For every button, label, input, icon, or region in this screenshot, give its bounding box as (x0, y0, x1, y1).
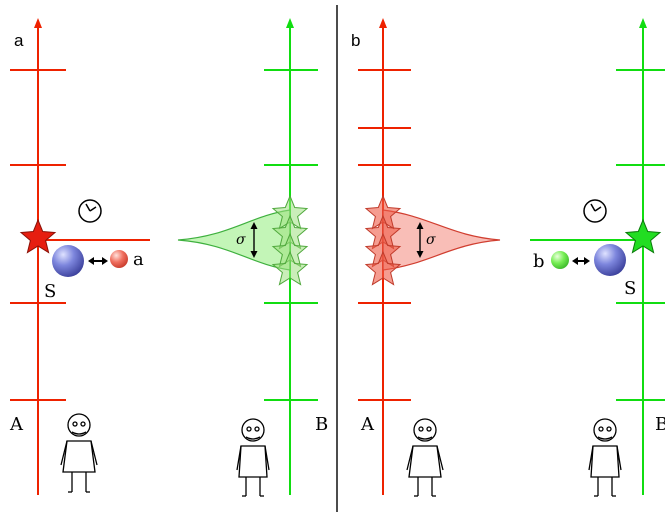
stick-figure-icon (406, 418, 444, 497)
clock-icon (78, 199, 102, 223)
sender-label: S (44, 281, 56, 302)
sphere-icon (52, 245, 84, 277)
panel-label: b (351, 31, 360, 50)
stick-figure-icon (60, 413, 98, 493)
arrival-stars (364, 194, 402, 286)
sender-label: S (624, 278, 636, 299)
sphere-icon (594, 244, 626, 276)
clock-icon (583, 199, 607, 223)
star-icon (624, 218, 662, 254)
worldline-b (530, 18, 665, 495)
particle-label: b (533, 251, 545, 272)
star-icon (271, 250, 309, 286)
panel-label: a (14, 31, 24, 50)
stick-figure-icon (236, 418, 270, 497)
observer-b-label: B (655, 414, 665, 435)
sigma-label: σ (426, 232, 436, 248)
arrival-distribution (382, 209, 501, 271)
observer-a-label: A (360, 414, 375, 435)
particle-sphere (551, 251, 569, 269)
arrival-distribution (177, 209, 291, 271)
panel-b: b σ (351, 18, 665, 497)
arrival-stars (271, 194, 309, 286)
particle-label: a (133, 249, 144, 270)
worldline-a (10, 18, 150, 495)
sigma-marker (250, 222, 258, 258)
double-arrow-icon (88, 257, 108, 265)
stick-figure-icon (588, 418, 622, 497)
observer-b-label: B (315, 414, 328, 435)
star-icon (19, 218, 57, 254)
panel-a: a (9, 18, 328, 497)
sigma-marker (416, 222, 424, 258)
double-arrow-icon (572, 257, 590, 265)
star-icon (364, 250, 402, 286)
observer-a-label: A (9, 414, 24, 435)
particle-sphere (110, 250, 128, 268)
sigma-label: σ (236, 232, 246, 248)
